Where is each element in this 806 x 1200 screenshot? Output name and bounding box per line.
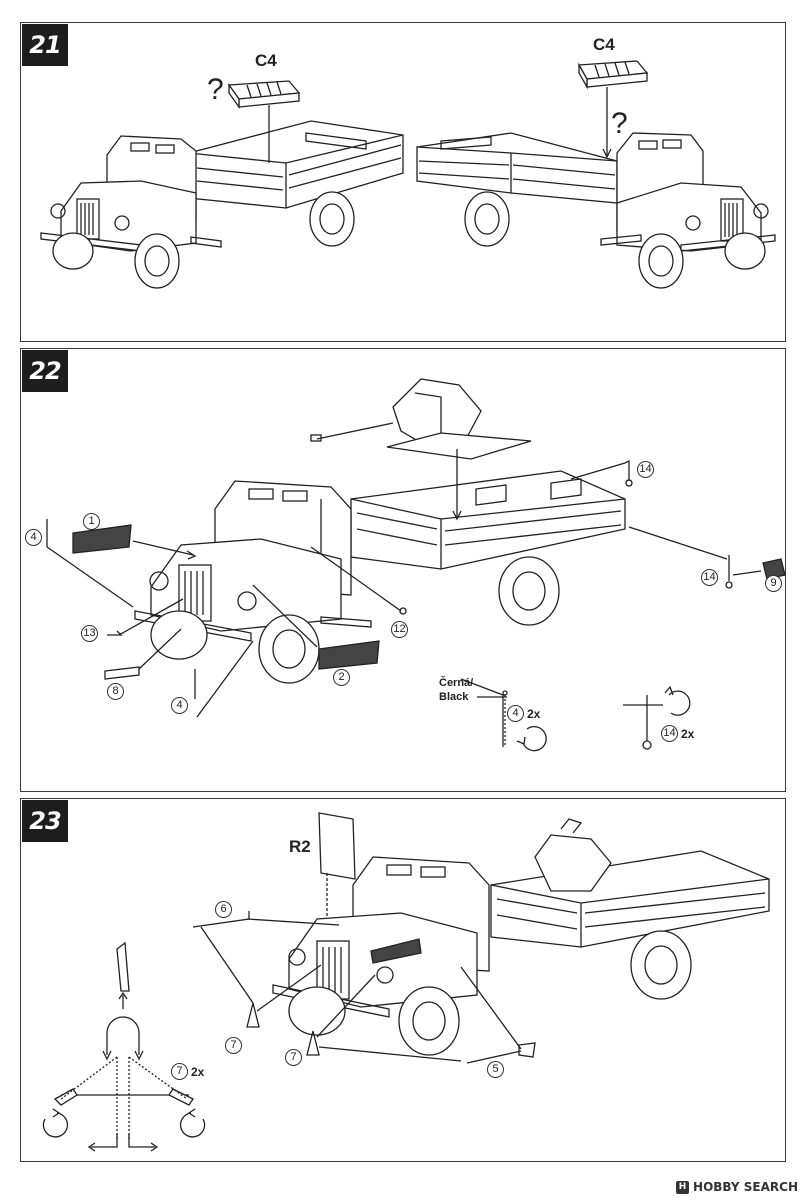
callout-part-12: 12 [391,621,408,638]
step-22-illustration [46,378,786,752]
detail-qty-part-14: 2x [681,727,695,741]
hobby-search-logo: H HOBBY SEARCH [676,1180,798,1194]
callout-part-7-right: 7 [285,1049,302,1066]
question-mark-left: ? [207,73,224,106]
step-22-panel: 22 [20,348,786,792]
callout-part-2: 2 [333,669,350,686]
part-label-c4-right: C4 [593,35,615,54]
detail-callout-part-4: 4 [507,705,524,722]
callout-part-13: 13 [81,625,98,642]
callout-part-14-top: 14 [637,461,654,478]
callout-part-8: 8 [107,683,124,700]
callout-part-7-left: 7 [225,1037,242,1054]
paint-note-line2: Black [439,691,469,703]
flak-gun-drawing [310,378,532,521]
step-21-badge: 21 [22,24,68,66]
part-c4-left [227,80,301,163]
callout-part-4-top: 4 [25,529,42,546]
detail-callout-part-14: 14 [661,725,678,742]
callout-part-1: 1 [83,513,100,530]
part-label-c4-left: C4 [255,51,277,70]
detail-callout-part-7: 7 [171,1063,188,1080]
hobby-search-text: HOBBY SEARCH [693,1180,798,1194]
callout-part-6: 6 [215,901,232,918]
callout-part-9: 9 [765,575,782,592]
part-label-r2: R2 [289,837,311,856]
truck-22-drawing [134,470,626,684]
step-22-badge: 22 [22,350,68,392]
part-c4-right [577,60,649,159]
step-23-panel: 23 [20,798,786,1162]
step-21-illustration [40,60,776,289]
question-mark-right: ? [611,107,628,140]
truck-right-drawing [416,132,776,289]
detail-part-14 [623,685,691,750]
detail-qty-part-7: 2x [191,1065,205,1079]
hobby-search-mark-icon: H [676,1180,690,1194]
decal-part-2 [252,584,380,670]
step-21-panel: 21 [20,22,786,342]
paint-note-line1: Černá/ [439,677,474,689]
step-23-illustration [42,812,770,1152]
callout-part-4-bottom: 4 [171,697,188,714]
decal-part-1 [72,524,197,560]
callout-part-14-bottom: 14 [701,569,718,586]
truck-23-drawing [272,818,770,1056]
detail-qty-part-4: 2x [527,707,541,721]
truck-left-drawing [40,120,404,289]
detail-part-4-black [460,678,547,752]
step-23-badge: 23 [22,800,68,842]
detail-part-7-assembly [42,941,206,1152]
flag-part-r2 [318,812,356,933]
callout-part-5: 5 [487,1061,504,1078]
